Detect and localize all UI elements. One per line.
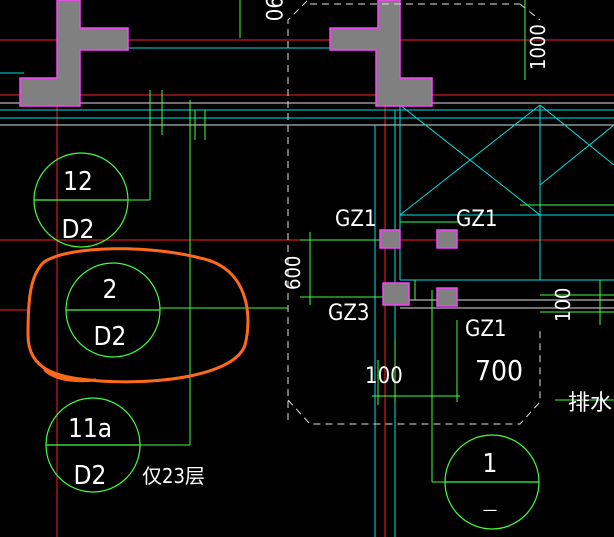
bubble-12-bottom: D2 — [62, 215, 95, 245]
reference-lines — [0, 102, 614, 309]
label-gz3: GZ3 — [328, 301, 370, 326]
hatch-line — [539, 124, 614, 186]
bubble-texts: 12 D2 2 D2 11a D2 1 — — [62, 167, 498, 519]
dim-1000: 1000 — [526, 24, 550, 70]
dimension-lines — [128, 0, 614, 483]
column-left — [19, 0, 129, 107]
gz3-column — [382, 282, 410, 306]
column-right — [329, 0, 433, 107]
bubble-11a-top: 11a — [68, 414, 112, 444]
gz1-column — [436, 287, 458, 307]
dim-top-90: 90 — [260, 0, 285, 21]
note-floors: 仅23层 — [142, 464, 205, 488]
hatch-line — [539, 104, 614, 166]
section-marker-bottom: — — [483, 500, 497, 519]
label-gz1-lower: GZ1 — [465, 317, 507, 342]
grid-bubbles — [33, 152, 540, 530]
label-gz1-left: GZ1 — [335, 207, 377, 232]
rotated-dimensions: 90 1000 600 100 — [260, 0, 575, 322]
gz1-column — [379, 229, 401, 249]
wall-lines — [0, 47, 614, 537]
dim-700: 700 — [475, 354, 523, 387]
note-drain: 排水 — [568, 391, 612, 416]
section-marker-top: 1 — [483, 449, 498, 479]
dashed-boundary — [287, 0, 309, 420]
label-gz1-right: GZ1 — [456, 207, 498, 232]
bubble-11a-bottom: D2 — [74, 461, 107, 491]
bubble-2-bottom: D2 — [94, 322, 127, 352]
concrete-columns — [19, 0, 458, 307]
bubble-12-top: 12 — [63, 167, 93, 197]
dashed-boundary — [287, 330, 541, 425]
hatch-line — [399, 104, 541, 216]
dim-600: 600 — [281, 256, 305, 290]
dashed-outline — [287, 0, 541, 425]
dim-100: 100 — [365, 364, 403, 389]
bubble-2-top: 2 — [103, 275, 118, 305]
gz1-column — [436, 229, 458, 249]
column-labels: GZ1 GZ1 GZ3 GZ1 100 700 仅23层 排水 — [142, 207, 612, 488]
dashed-boundary — [519, 3, 541, 21]
dim-100-right: 100 — [551, 288, 575, 322]
shaft-hatch — [399, 104, 614, 216]
markup-circle — [26, 247, 250, 384]
